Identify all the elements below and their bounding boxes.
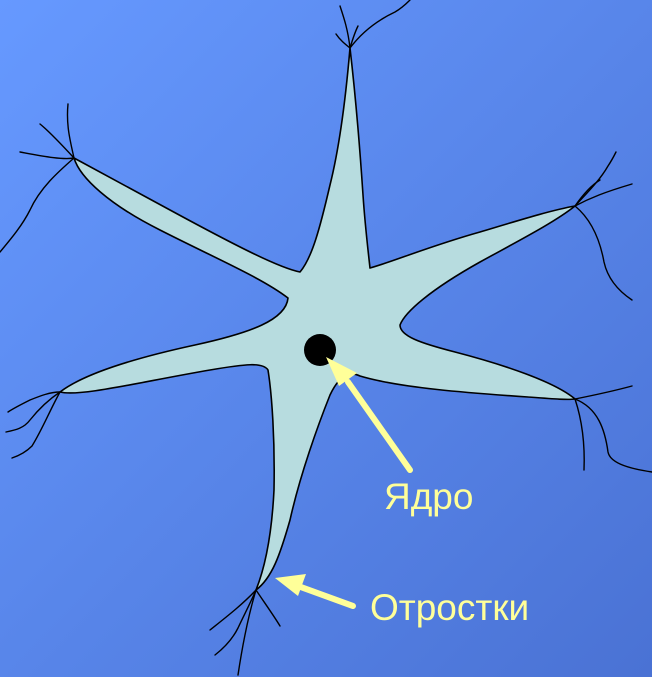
top-ending-branch-2 — [350, 26, 358, 48]
neuron-cell-body — [60, 48, 575, 590]
right-lower-ending-3 — [575, 399, 652, 472]
top-ending — [340, 6, 350, 48]
bottom-ending-3 — [215, 590, 256, 655]
lower-left-ending-3 — [8, 392, 60, 412]
bottom-ending-1 — [238, 590, 256, 675]
right-lower-ending-1 — [575, 386, 632, 399]
upper-left-ending-4 — [0, 158, 74, 252]
lower-left-ending-1 — [6, 392, 60, 432]
upper-left-ending-2 — [67, 104, 74, 158]
right-lower-ending-2 — [575, 399, 584, 470]
nucleus-label: Ядро — [384, 478, 473, 515]
bottom-ending-4 — [256, 590, 280, 626]
top-ending-branch-1 — [350, 0, 410, 48]
upper-left-ending-1 — [20, 152, 74, 159]
bottom-ending-2 — [210, 590, 256, 630]
processes-label: Отростки — [370, 589, 529, 626]
right-upper-ending-3 — [575, 206, 632, 300]
lower-left-ending-2 — [12, 392, 60, 458]
process-arrow — [275, 574, 353, 606]
